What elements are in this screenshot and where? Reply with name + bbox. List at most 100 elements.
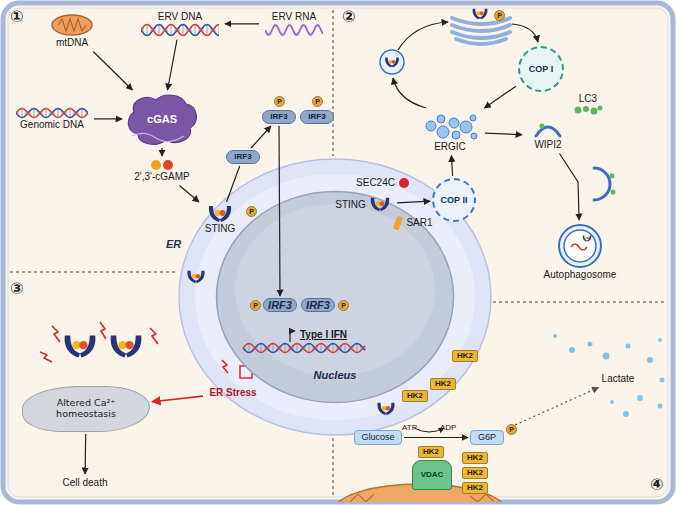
mtdna-source: mtDNA bbox=[44, 12, 100, 50]
sec24c-protein-icon bbox=[398, 177, 410, 189]
outcome-text: Cell death bbox=[55, 476, 115, 490]
endoplasmic-reticulum bbox=[195, 174, 475, 420]
sting-protein-icon bbox=[207, 205, 233, 223]
panel-divider bbox=[10, 10, 666, 496]
phospho-mark: P bbox=[249, 208, 254, 215]
autophagosome-icon bbox=[571, 244, 587, 250]
sting-protein-icon bbox=[370, 198, 389, 211]
vdac-channel: VDAC bbox=[412, 460, 452, 490]
lactate-molecule bbox=[603, 353, 610, 360]
mitochondrion bbox=[350, 494, 494, 502]
phagophore-crescent bbox=[594, 168, 616, 200]
autophagosome-icon bbox=[583, 235, 592, 241]
node-text: HK2 bbox=[423, 447, 439, 456]
sar1-protein-icon bbox=[393, 215, 403, 231]
ergic-compartment-icon bbox=[426, 115, 477, 139]
atp-adp-arrow bbox=[414, 428, 444, 432]
phospho-circle: P bbox=[246, 206, 257, 217]
label-holder: ① bbox=[10, 8, 24, 26]
label-holder: ER bbox=[166, 234, 181, 252]
phospho-circle: P bbox=[250, 300, 261, 311]
wipi2-phagophore: WIPI2 bbox=[524, 120, 572, 152]
sar1-protein-icon bbox=[393, 215, 403, 231]
lactate-molecule bbox=[660, 378, 665, 383]
node-text: 2',3'-cGAMP bbox=[134, 171, 190, 183]
erv-dna-source-icon bbox=[141, 23, 219, 37]
ergic-compartment-icon bbox=[449, 118, 459, 128]
sting-icon bbox=[65, 335, 96, 357]
metabolite-box: G6P bbox=[470, 430, 504, 445]
wipi2-phagophore-icon bbox=[536, 127, 560, 136]
node-text: WIPI2 bbox=[534, 139, 561, 151]
lactate-molecule bbox=[588, 342, 593, 347]
node-text: HK2 bbox=[467, 468, 483, 477]
mtdna-source-icon bbox=[50, 13, 94, 37]
genomic-dna-source: Genomic DNA bbox=[12, 106, 92, 132]
phospho-mark: P bbox=[277, 98, 282, 105]
lactate-molecule bbox=[637, 395, 643, 401]
hk2-box: HK2 bbox=[430, 378, 456, 390]
irf3-protein: IRF3 bbox=[226, 150, 260, 164]
ergic-compartment-icon bbox=[471, 133, 477, 139]
node-text: HK2 bbox=[457, 351, 473, 360]
label-holder: ADP bbox=[440, 416, 456, 434]
label-holder: ② bbox=[342, 8, 356, 26]
node-text: HK2 bbox=[407, 391, 423, 400]
node-text: mtDNA bbox=[56, 37, 88, 49]
sting-icon bbox=[377, 403, 394, 415]
hk2-box: HK2 bbox=[418, 446, 444, 458]
sec24c-protein: SEC24C bbox=[350, 176, 416, 190]
node-text: HK2 bbox=[467, 483, 483, 492]
panel-divider bbox=[10, 272, 178, 273]
mtdna-source-icon bbox=[58, 19, 86, 31]
node-text: STING bbox=[205, 223, 236, 235]
mtdna-source-icon bbox=[50, 13, 94, 37]
phospho-circle: P bbox=[274, 96, 285, 107]
connector-arrow bbox=[451, 156, 452, 177]
transport-vesicle bbox=[380, 50, 404, 74]
phospho-mark: P bbox=[253, 302, 258, 309]
endoplasmic-reticulum bbox=[179, 159, 491, 435]
label-holder: ④ bbox=[650, 476, 664, 494]
lc3-protein-icon bbox=[573, 105, 603, 115]
trafficking-arrow bbox=[393, 22, 538, 108]
node-text: SEC24C bbox=[356, 177, 395, 189]
sting-protein-icon bbox=[369, 197, 391, 212]
trafficking-arrow bbox=[398, 22, 448, 50]
panel-number: ③ bbox=[10, 279, 24, 298]
lactate-molecule bbox=[626, 344, 631, 349]
connector-arrow bbox=[84, 434, 86, 474]
ergic-compartment-icon bbox=[421, 111, 479, 141]
phospho-circle: P bbox=[338, 300, 349, 311]
node-text: VDAC bbox=[421, 470, 444, 479]
nucleus-shape bbox=[235, 204, 435, 376]
cgamp-messenger: 2',3'-cGAMP bbox=[122, 158, 202, 184]
organelle-label: ER bbox=[166, 238, 181, 250]
sting-protein: STING bbox=[331, 196, 395, 213]
golgi-apparatus bbox=[452, 18, 510, 44]
node-text: COP II bbox=[441, 195, 468, 205]
genomic-dna-source-icon bbox=[16, 107, 88, 119]
stress-lightning bbox=[100, 322, 106, 339]
hk2-box: HK2 bbox=[452, 350, 478, 362]
node-text: IRF3 bbox=[234, 152, 251, 161]
node-text: IRF3 bbox=[308, 112, 325, 121]
node-text: Lactate bbox=[602, 373, 635, 385]
sar1-protein-icon bbox=[393, 215, 403, 230]
connector-arrow bbox=[161, 148, 162, 156]
node-text: Cell death bbox=[62, 477, 107, 489]
lc3-protein-icon bbox=[575, 106, 582, 113]
sting-protein-icon bbox=[207, 205, 233, 223]
irf3-protein: IRF3 bbox=[263, 298, 297, 312]
node-text: COP I bbox=[529, 64, 553, 74]
autophagosome: Autophagosome bbox=[532, 222, 628, 282]
copii-vesicle: COP II bbox=[432, 178, 476, 222]
cgamp-messenger-icon bbox=[147, 159, 177, 171]
cell-membrane bbox=[3, 3, 673, 502]
irf3-protein: IRF3 bbox=[262, 110, 296, 124]
node-text: Glucose bbox=[361, 432, 394, 442]
lc3-protein-icon bbox=[591, 107, 598, 114]
node-text: Autophagosome bbox=[544, 269, 617, 281]
panel-divider bbox=[333, 438, 334, 496]
node-text: SAR1 bbox=[406, 217, 432, 229]
